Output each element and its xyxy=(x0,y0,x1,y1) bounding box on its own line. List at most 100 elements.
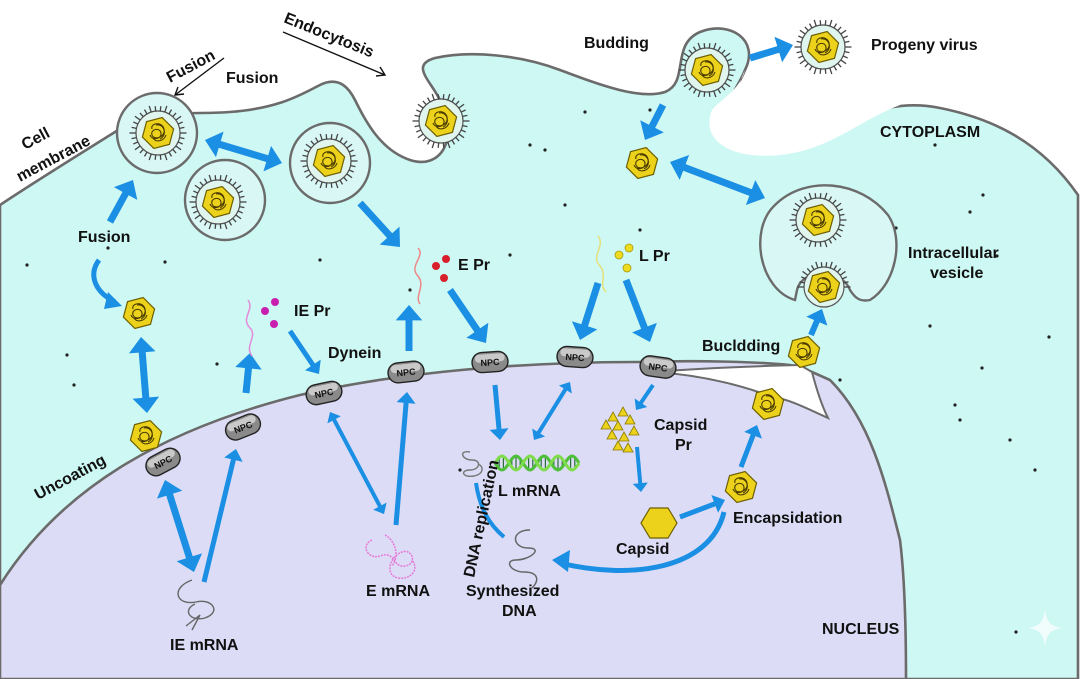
arrow-encapsidation-up xyxy=(738,425,762,468)
l-protein-icon xyxy=(595,235,634,293)
npc-label: NPC xyxy=(480,357,500,368)
label-budding: Budding xyxy=(584,35,649,52)
particle-dot xyxy=(933,143,937,147)
label-fusion-rotated: Fusion xyxy=(164,47,218,87)
arrow-e-pr-to-npc xyxy=(447,288,489,344)
arrow-head xyxy=(552,550,570,572)
particle-dot xyxy=(318,258,322,262)
capsid-protein-triangle xyxy=(628,425,640,436)
npc-label: NPC xyxy=(565,352,585,363)
arrow-ie-pr-to-npc xyxy=(287,329,321,374)
npc-icon: NPC xyxy=(639,355,677,379)
arrow-head xyxy=(104,292,122,309)
label-encapsidation: Encapsidation xyxy=(733,510,842,527)
capsid-protein-triangle xyxy=(622,442,634,453)
arrow-l-mrna-npc xyxy=(532,381,572,440)
arrow-fusion-up xyxy=(106,179,138,224)
particle-dot xyxy=(563,203,567,207)
sparkle-icon xyxy=(1028,610,1062,646)
label-cell-membrane: Cell xyxy=(19,125,53,154)
progeny-virion xyxy=(794,19,852,75)
particle-dot xyxy=(1008,438,1012,442)
arrow-npc-to-l-mrna xyxy=(489,384,509,440)
particle-dot xyxy=(1014,630,1018,634)
arrow-capsid-to-encapsidation xyxy=(679,495,726,520)
e-protein-icon xyxy=(414,247,450,305)
virion-in-vesicle xyxy=(789,192,847,248)
label-l-pr: L Pr xyxy=(639,248,670,265)
arrow-to-capsid-pr xyxy=(634,383,655,410)
label-intracellular-vesicle-2: vesicle xyxy=(930,265,983,282)
capsid-protein-triangle xyxy=(606,429,618,440)
particle-dot xyxy=(25,263,29,267)
particle-dot xyxy=(995,254,999,258)
particle-dot xyxy=(106,246,110,250)
fusion-arrow-head xyxy=(173,86,185,96)
label-dynein: Dynein xyxy=(328,345,381,362)
ie-protein-icon xyxy=(245,298,279,357)
capsid-protein-triangle xyxy=(607,411,619,422)
particle-dot xyxy=(1047,335,1051,339)
label-intracellular-vesicle: Intracellular xyxy=(908,245,999,262)
npc-icon: NPC xyxy=(145,447,181,477)
arrow-to-synthesized-dna xyxy=(559,511,727,573)
npc-icon: NPC xyxy=(387,360,425,384)
arrow-vesicle-exchange-right xyxy=(670,155,765,205)
particle-dot xyxy=(968,210,972,214)
arrow-capsid-pr-to-capsid xyxy=(632,446,648,492)
capsid-protein-triangle xyxy=(624,414,636,425)
arrow-e-mrna-up xyxy=(393,392,416,526)
endocytosis-arrow xyxy=(282,31,386,76)
arrow-npc-e-mrna xyxy=(327,412,387,514)
capsid-protein-triangle xyxy=(618,431,630,442)
particle-dot xyxy=(928,324,932,328)
particle-dot xyxy=(163,260,167,264)
perinuclear-space xyxy=(654,363,831,421)
label-ie-pr: IE Pr xyxy=(294,303,330,320)
label-capsid: Capsid xyxy=(616,541,669,558)
particle-dot xyxy=(458,468,462,472)
arrow-replication-curve xyxy=(474,482,506,539)
label-nuclear-budding: Bucldding xyxy=(702,338,780,355)
npc-icon: NPC xyxy=(224,413,262,441)
npc-label: NPC xyxy=(396,366,416,378)
label-nucleus: NUCLEUS xyxy=(822,621,900,638)
particle-dot xyxy=(953,403,957,407)
label-endocytosis: Endocytosis xyxy=(282,10,377,61)
label-capsid-pr-2: Pr xyxy=(675,437,692,454)
npc-icon: NPC xyxy=(556,345,594,369)
arrow-l-mrna-in xyxy=(571,281,602,341)
label-e-mrna: E mRNA xyxy=(366,583,430,600)
virion-endocytic xyxy=(300,133,358,189)
virion-in-endosome xyxy=(189,174,247,230)
npc-icon: NPC xyxy=(471,350,509,374)
particle-dot xyxy=(838,378,842,382)
particle-dot xyxy=(72,383,76,387)
arrow-to-progeny xyxy=(748,36,794,63)
npc-label: NPC xyxy=(648,361,669,374)
arrow-e-mrna-export xyxy=(395,305,423,351)
template-dna-icon xyxy=(462,451,483,478)
particle-dot xyxy=(1033,468,1037,472)
label-e-pr: E Pr xyxy=(458,257,490,274)
arrow-endocytosis-in xyxy=(357,200,401,248)
virion-endocytosis-pit xyxy=(412,93,470,149)
particle-dot xyxy=(508,253,512,257)
particle-dot xyxy=(958,418,962,422)
label-synthesized-dna-2: DNA xyxy=(502,603,537,620)
arrow-npc-ie-mrna xyxy=(156,480,203,572)
virion-budding xyxy=(678,42,736,98)
npc-label: NPC xyxy=(314,387,335,401)
capsid-protein-icon xyxy=(600,406,640,453)
arrow-l-pr-in xyxy=(622,278,657,343)
label-cytoplasm: CYTOPLASM xyxy=(880,124,980,141)
particle-dot xyxy=(543,148,547,152)
label-ie-mrna: IE mRNA xyxy=(170,637,239,654)
endocytosis-arrow-head xyxy=(375,66,387,77)
label-progeny-virus: Progeny virus xyxy=(871,37,978,54)
particle-dot xyxy=(215,362,219,366)
pathway-arrows xyxy=(91,36,828,583)
capsid-protein-triangle xyxy=(617,406,629,417)
particle-dot xyxy=(981,193,985,197)
